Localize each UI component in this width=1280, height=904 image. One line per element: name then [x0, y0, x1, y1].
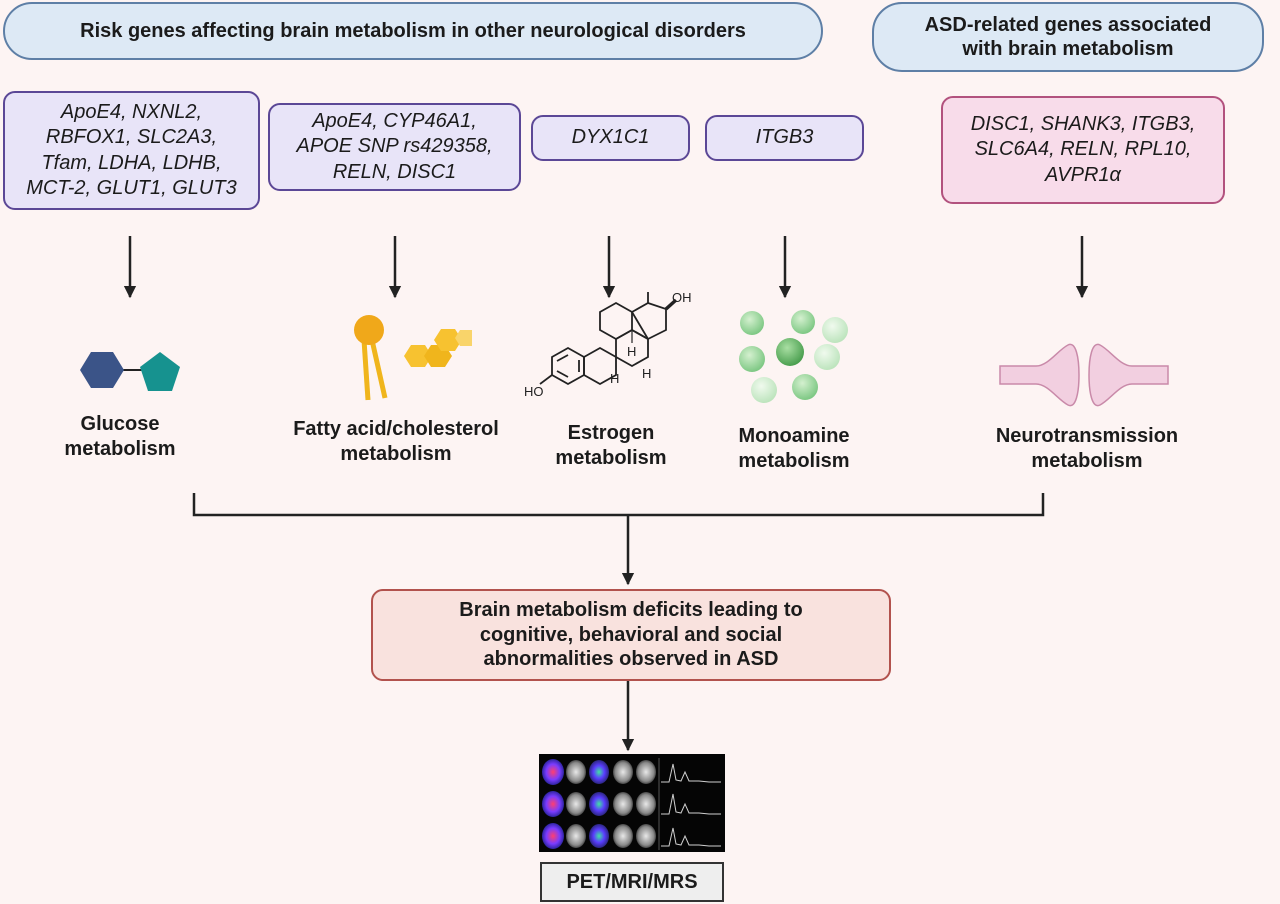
label-neurotransmission-metabolism: Neurotransmission metabolism: [995, 425, 1179, 473]
synapse-icon: [999, 343, 1169, 407]
gene-box-lipid: ApoE4, CYP46A1, APOE SNP rs429358, RELN,…: [268, 103, 521, 191]
label-monoamine-metabolism: Monoamine metabolism: [738, 425, 850, 473]
method-label: PET/MRI/MRS: [540, 862, 724, 902]
outcome-box: Brain metabolism deficits leading to cog…: [371, 589, 891, 681]
gene-box-glucose: ApoE4, NXNL2, RBFOX1, SLC2A3, Tfam, LDHA…: [3, 91, 260, 210]
gene-box-monoamine: ITGB3: [705, 115, 864, 161]
label-estrogen-metabolism: Estrogen metabolism: [555, 422, 667, 470]
estrogen-h-2: H: [610, 371, 619, 386]
estrogen-h-1: H: [627, 344, 636, 359]
header-risk-genes: Risk genes affecting brain metabolism in…: [3, 2, 823, 60]
glucose-icon: [80, 352, 180, 391]
monoamine-vesicles-icon: [739, 310, 848, 403]
brain-imaging-panel: [539, 754, 725, 852]
gene-box-asd: DISC1, SHANK3, ITGB3, SLC6A4, RELN, RPL1…: [941, 96, 1225, 204]
estrogen-structure-icon: [539, 292, 678, 386]
label-glucose-metabolism: Glucose metabolism: [64, 413, 176, 461]
lipid-icon: [354, 315, 472, 401]
label-fatty-acid-metabolism: Fatty acid/cholesterol metabolism: [293, 418, 499, 466]
gene-box-estrogen: DYX1C1: [531, 115, 690, 161]
estrogen-h-3: H: [642, 366, 651, 381]
convergence-bracket: [192, 493, 1045, 517]
estrogen-oh-left: HO: [524, 384, 544, 399]
header-asd-genes: ASD-related genes associated with brain …: [872, 2, 1264, 72]
estrogen-oh-top: OH: [672, 290, 692, 305]
